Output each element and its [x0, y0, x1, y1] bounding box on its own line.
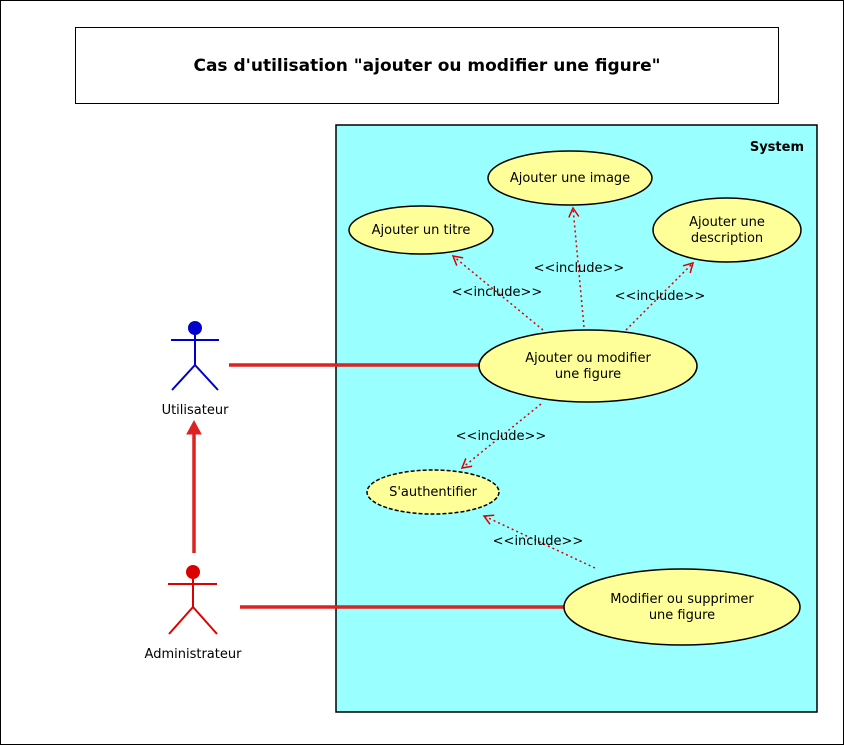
diagram-title: Cas d'utilisation "ajouter ou modifier u… — [193, 55, 661, 76]
include-label-description: <<include>> — [615, 289, 706, 304]
usecase-ajouter-modifier-line1: Ajouter ou modifier — [525, 351, 651, 366]
actor-utilisateur-label: Utilisateur — [162, 403, 230, 418]
actor-utilisateur-icon — [171, 321, 219, 391]
include-arrow-auth-from-modifier — [482, 514, 596, 569]
usecase-ajouter-image-label: Ajouter une image — [510, 171, 630, 186]
usecase-modifier-supprimer-line2: une figure — [649, 608, 715, 623]
usecase-ajouter-description-line2: description — [691, 231, 763, 246]
usecase-authentifier — [366, 469, 500, 515]
usecase-ajouter-image — [487, 150, 653, 206]
usecase-ajouter-description — [652, 197, 802, 263]
title-box: Cas d'utilisation "ajouter ou modifier u… — [75, 27, 779, 104]
include-arrow-auth-from-ajouter — [460, 403, 542, 469]
include-label-image: <<include>> — [534, 261, 625, 276]
usecase-ajouter-modifier-line2: une figure — [555, 367, 621, 382]
usecase-ajouter-titre-label: Ajouter un titre — [372, 223, 471, 238]
actor-administrateur-icon — [168, 565, 218, 635]
include-label-titre: <<include>> — [452, 285, 543, 300]
usecase-modifier-supprimer-line1: Modifier ou supprimer — [610, 592, 754, 607]
include-arrow-description — [625, 261, 695, 331]
usecase-authentifier-label: S'authentifier — [389, 485, 478, 500]
actor-administrateur-label: Administrateur — [145, 647, 243, 662]
include-label-auth-1: <<include>> — [456, 429, 547, 444]
usecase-ajouter-description-line1: Ajouter une — [689, 215, 765, 230]
system-label: System — [750, 140, 804, 155]
include-label-auth-2: <<include>> — [493, 534, 584, 549]
usecase-ajouter-titre — [348, 205, 494, 255]
usecase-modifier-supprimer — [563, 568, 801, 646]
usecase-ajouter-modifier — [478, 329, 698, 403]
